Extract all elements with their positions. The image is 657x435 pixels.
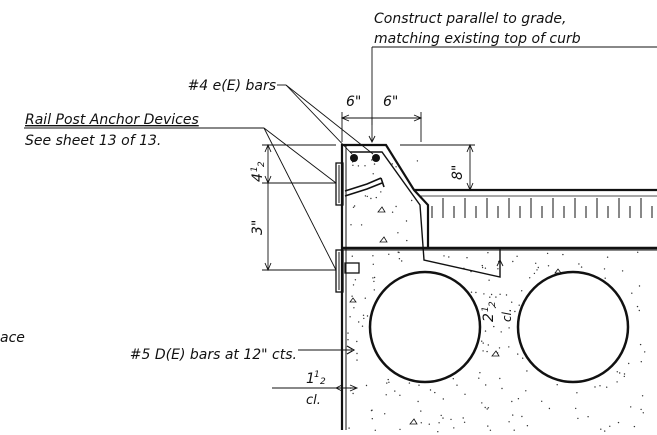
dim-width-right: 6" [383,94,398,110]
dim-side-cover-den: 2 [320,377,326,387]
dim-width-left: 6" [346,94,361,110]
dim-deck-cover-num: 1 [481,306,491,312]
rail-post-anchor-bottom [335,249,360,293]
rail-post-label: Rail Post Anchor Devices [25,112,199,128]
curb-outline [340,143,430,430]
void-left [368,270,482,384]
dim-deck-cover-whole: 2 [481,313,497,322]
face-fragment-label: ace [0,330,25,346]
rail-post-sheet-ref: See sheet 13 of 13. [25,133,161,149]
leaders [24,46,657,355]
dim-spacing-mid: 3" [250,220,266,235]
dim-side-cover-clr: cl. [306,393,321,408]
dim-side-cover-whole: 1 [306,371,315,387]
dim-spacing-top-whole: 4 [250,173,266,182]
d-bars-label: #5 D(E) bars at 12" cts. [130,347,297,363]
dimension-lines [262,112,504,392]
construct-note-line2: matching existing top of curb [374,31,581,47]
rail-post-anchor-top [335,162,385,206]
e-bars-label: #4 e(E) bars [188,78,276,94]
dim-spacing-top-den: 2 [257,161,267,167]
dim-deck-cover-den: 2 [488,301,498,307]
dim-curb-height: 8" [450,165,466,180]
dim-deck-cover-clr: cl. [500,308,514,322]
e-bars-rebar [350,151,501,278]
existing-curb-section [414,188,657,218]
void-right [516,270,630,384]
dim-spacing-top-num: 1 [250,166,260,172]
construct-note-line1: Construct parallel to grade, [374,11,566,27]
deck-concrete [342,159,657,433]
dim-side-cover-num: 1 [314,370,320,380]
